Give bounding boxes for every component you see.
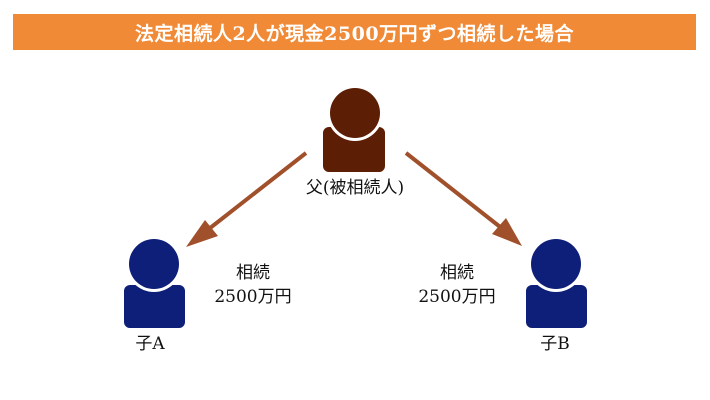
flow-a-amount: 2500万円: [214, 287, 292, 307]
flow-b-type: 相続: [440, 263, 474, 283]
child-b-person-icon: [526, 236, 587, 328]
arrow-to-child-b: [404, 151, 522, 246]
child-b-label: 子B: [540, 334, 570, 354]
flow-a-type: 相続: [236, 263, 270, 283]
diagram-title: 法定相続人2人が現金2500万円ずつ相続した場合: [134, 22, 575, 45]
child-a-label: 子A: [135, 334, 165, 354]
child-a-person-icon: [124, 236, 185, 328]
father-head: [330, 88, 380, 138]
father-person-icon: [323, 85, 385, 172]
arrow-to-child-a: [186, 151, 308, 247]
flow-b-amount: 2500万円: [418, 287, 496, 307]
flow-label-child-b: 相続 2500万円: [402, 261, 512, 309]
title-banner: 法定相続人2人が現金2500万円ずつ相続した場合: [13, 14, 696, 50]
flow-label-child-a: 相続 2500万円: [198, 261, 308, 309]
father-label: 父(被相続人): [305, 178, 405, 198]
